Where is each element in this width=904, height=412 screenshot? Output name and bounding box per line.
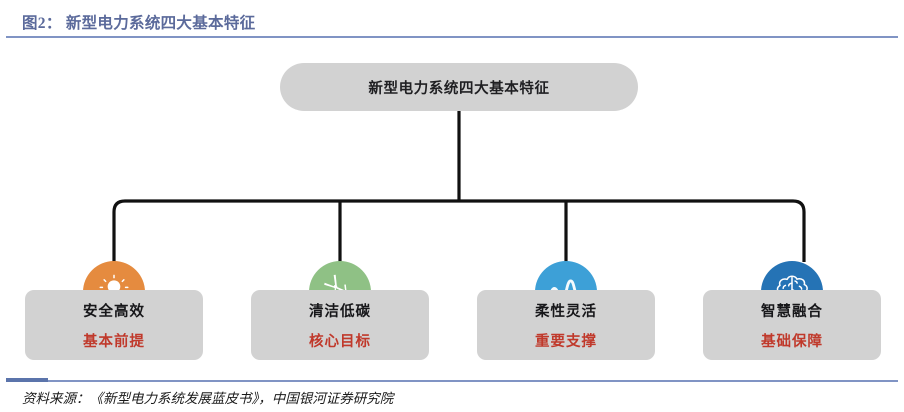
leaf-subtitle-3: 重要支撑 (535, 333, 597, 350)
leaf-box-4[interactable]: 智慧融合 基础保障 (703, 290, 881, 360)
leaf-subtitle-2: 核心目标 (309, 333, 371, 350)
page-title: 图2： 新型电力系统四大基本特征 (22, 15, 256, 32)
leaf-title-1: 安全高效 (83, 303, 145, 320)
leaf-box-1[interactable]: 安全高效 基本前提 (25, 290, 203, 360)
leaf-box-3[interactable]: 柔性灵活 重要支撑 (477, 290, 655, 360)
leaf-title-4: 智慧融合 (761, 303, 823, 320)
source-divider-accent (6, 378, 48, 382)
leaf-subtitle-1: 基本前提 (83, 333, 145, 350)
diagram-canvas: 新型电力系统四大基本特征 (0, 44, 904, 376)
title-divider (6, 36, 898, 39)
leaf-title-3: 柔性灵活 (535, 303, 597, 320)
leaf-box-2[interactable]: 清洁低碳 核心目标 (251, 290, 429, 360)
leaf-subtitle-4: 基础保障 (761, 333, 823, 350)
source-divider (6, 380, 898, 382)
root-node-label: 新型电力系统四大基本特征 (368, 80, 550, 97)
leaf-title-2: 清洁低碳 (309, 303, 371, 320)
root-node-box[interactable]: 新型电力系统四大基本特征 (280, 63, 638, 111)
source-note: 资料来源：《新型电力系统发展蓝皮书》，中国银河证券研究院 (22, 391, 394, 406)
